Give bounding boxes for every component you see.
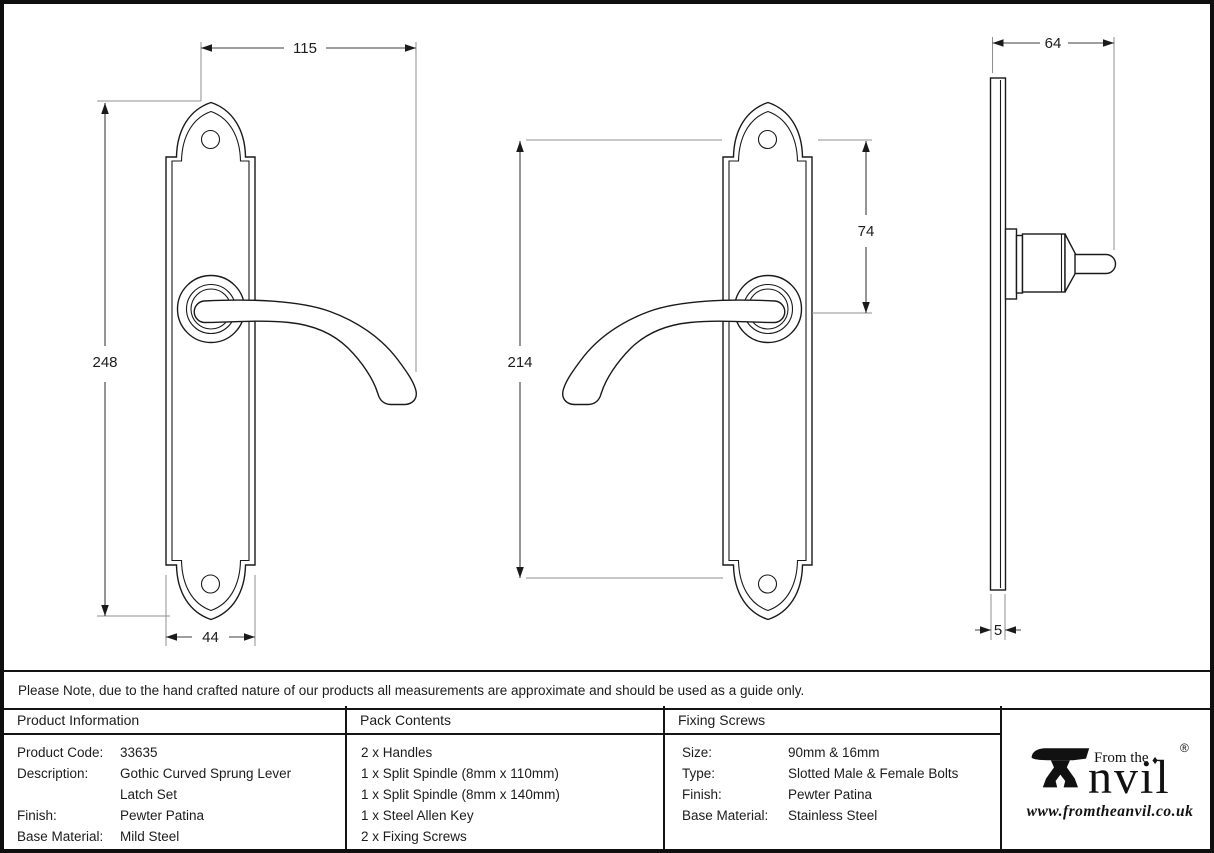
pack-item: 1 x Split Spindle (8mm x 140mm) <box>361 787 560 802</box>
svg-text:44: 44 <box>202 629 219 646</box>
backplate-profile <box>989 77 1007 591</box>
brand-logo-cell: From the ♦ nvil ® www.fromtheanvil.co.uk <box>1002 706 1210 849</box>
logo-url: www.fromtheanvil.co.uk <box>1027 803 1194 820</box>
dimension-fixing-centres: 214 <box>507 139 723 579</box>
lever-grip-profile <box>1074 253 1117 275</box>
dimension-overall-width: 115 <box>97 40 417 372</box>
bottom-screw-hole <box>200 574 221 594</box>
row-label: Description: <box>17 766 89 781</box>
row-label: Type: <box>682 766 716 781</box>
row-label: Base Material: <box>17 829 104 844</box>
dimension-plate-width: 44 <box>166 629 255 646</box>
dimension-hole-to-spindle: 74 <box>812 139 875 314</box>
table-row: Description: Gothic Curved Sprung Lever … <box>4 763 345 805</box>
pack-item: 1 x Split Spindle (8mm x 110mm) <box>361 766 559 781</box>
row-label: Finish: <box>17 808 57 823</box>
backplate-mirrored-view <box>722 101 813 621</box>
table-row: Finish: Pewter Patina <box>4 805 345 826</box>
row-label: Product Code: <box>17 745 104 760</box>
row-value: Gothic Curved Sprung Lever Latch Set <box>120 766 292 802</box>
pack-item: 2 x Handles <box>361 745 433 760</box>
dimension-plate-height: 248 <box>92 103 256 646</box>
svg-text:214: 214 <box>507 354 532 371</box>
table-row: Base Material: Stainless Steel <box>665 805 1000 826</box>
svg-text:74: 74 <box>858 223 875 240</box>
svg-text:64: 64 <box>1045 35 1062 52</box>
logo-brand-text: nvil <box>1088 751 1171 804</box>
row-label: Base Material: <box>682 808 769 823</box>
table-row: Product Code: 33635 <box>4 742 345 763</box>
logo-diamond: ♦ <box>1152 753 1158 767</box>
row-label: Size: <box>682 745 713 760</box>
row-value: Stainless Steel <box>788 808 878 823</box>
product-information-column: Product Information Product Code: 33635 … <box>4 706 347 849</box>
svg-text:115: 115 <box>293 40 317 57</box>
fixing-screws-column: Fixing Screws Size: 90mm & 16mm Type: Sl… <box>665 706 1002 849</box>
row-value: Pewter Patina <box>120 808 205 823</box>
row-label: Finish: <box>682 787 722 802</box>
rose-profile <box>1004 228 1018 300</box>
table-row: Size: 90mm & 16mm <box>665 742 1000 763</box>
row-value: Mild Steel <box>120 829 180 844</box>
logo-prefix: From the <box>1094 750 1149 766</box>
registered-mark: ® <box>1180 741 1189 755</box>
pack-contents-header: Pack Contents <box>347 706 663 735</box>
spec-table: Product Information Product Code: 33635 … <box>4 706 1210 849</box>
table-row: Type: Slotted Male & Female Bolts <box>665 763 1000 784</box>
backplate-front-view <box>165 101 256 621</box>
from-the-anvil-logo: From the ♦ nvil ® www.fromtheanvil.co.uk <box>1027 741 1194 820</box>
technical-drawing: 115 248 44 214 74 <box>92 35 1117 646</box>
spring-cylinder-profile <box>1021 233 1066 293</box>
anvil-icon <box>1031 748 1090 788</box>
disclaimer-note: Please Note, due to the hand crafted nat… <box>4 670 1210 710</box>
lever-handle <box>193 299 417 406</box>
row-value: Slotted Male & Female Bolts <box>788 766 959 781</box>
table-row: Finish: Pewter Patina <box>665 784 1000 805</box>
fixing-screws-header: Fixing Screws <box>665 706 1000 735</box>
pack-item: 1 x Steel Allen Key <box>361 808 474 823</box>
row-value: 33635 <box>120 745 158 760</box>
top-screw-hole <box>200 129 221 150</box>
row-value: Pewter Patina <box>788 787 873 802</box>
svg-text:248: 248 <box>92 354 117 371</box>
product-information-header: Product Information <box>4 706 345 735</box>
side-profile-view <box>989 77 1117 591</box>
dimension-plate-thickness: 5 <box>975 594 1021 640</box>
disclaimer-text: Please Note, due to the hand crafted nat… <box>18 682 805 698</box>
row-value: 90mm & 16mm <box>788 745 880 760</box>
svg-text:5: 5 <box>994 622 1002 639</box>
pack-contents-column: Pack Contents 2 x Handles 1 x Split Spin… <box>347 706 665 849</box>
dimension-projection: 64 <box>992 35 1115 250</box>
table-row: Base Material: Mild Steel <box>4 826 345 847</box>
pack-item: 2 x Fixing Screws <box>361 829 467 844</box>
